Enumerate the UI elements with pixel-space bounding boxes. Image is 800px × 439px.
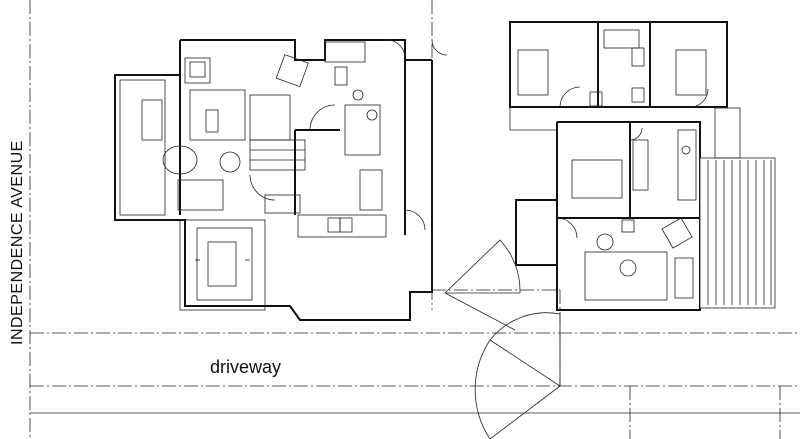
- street-name-label: INDEPENDENCE AVENUE: [9, 140, 26, 345]
- gate-swings: [444, 239, 561, 439]
- main-house: [114, 39, 448, 321]
- driveway-label: driveway: [210, 357, 282, 377]
- back-house: [509, 21, 776, 311]
